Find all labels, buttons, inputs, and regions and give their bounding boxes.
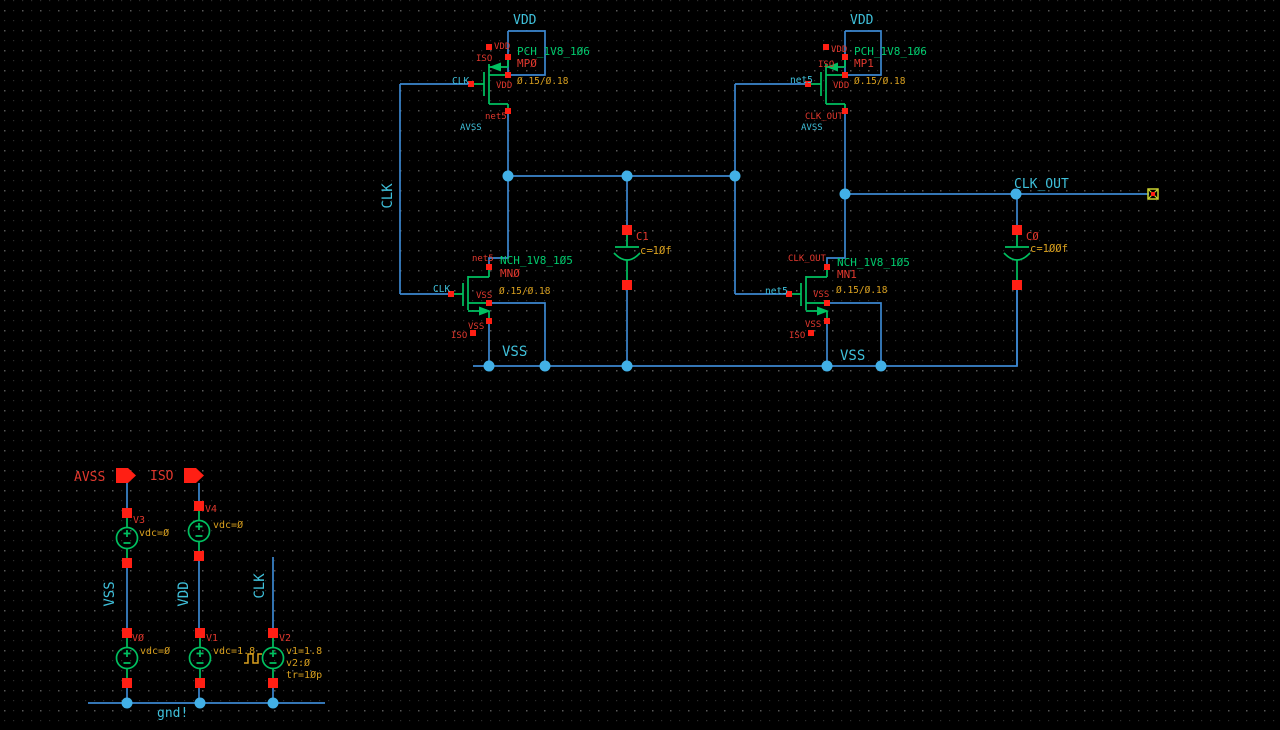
pin-label-mp1-d: CLK_OUT — [805, 112, 844, 122]
label-inst-mp0: MPØ — [517, 57, 537, 70]
pin-label-mn0-d: net5 — [472, 254, 494, 264]
label-inst-mn1: MN1 — [837, 268, 857, 281]
net-label-clkout[interactable]: CLK_OUT — [1014, 177, 1069, 192]
pin-label-mn1-b: VSS — [813, 290, 829, 300]
pin-label-mp1-iso: ISO — [818, 60, 834, 70]
junction-dot — [621, 360, 633, 372]
pin-label-mn1-iso: ISO — [789, 331, 805, 341]
pin-label-mp1-s: VDD — [831, 45, 847, 55]
pin-label-mp0-d: net5 — [485, 112, 507, 122]
label-params-mp1: Ø.15/Ø.18 — [854, 76, 906, 87]
junction-dot — [267, 697, 279, 709]
wire-mn0-bulk-to-rail[interactable] — [489, 302, 546, 366]
junction-dot — [502, 170, 514, 182]
wire-clkout-to-mn1-drain[interactable] — [826, 194, 846, 267]
label-value-v2-2: v2:Ø — [286, 657, 310, 669]
net-label-col-vss[interactable]: VSS — [102, 581, 118, 606]
label-cell-mn0: NCH_1V8_1Ø5 — [500, 254, 573, 267]
label-value-v3: vdc=Ø — [139, 527, 169, 539]
label-inst-v3: V3 — [133, 515, 145, 526]
net-label-avss-mp0[interactable]: AVSS — [460, 123, 482, 133]
label-params-mn0: Ø.15/Ø.18 — [499, 286, 551, 297]
wires — [88, 30, 1149, 704]
net-label-net5-mp1[interactable]: net5 — [790, 75, 813, 86]
pin-label-mp0-b: VDD — [496, 81, 512, 91]
label-value-v2-3: tr=1Øp — [286, 669, 322, 681]
net-label-net5-mn1[interactable]: net5 — [765, 286, 788, 297]
label-inst-c0: CØ — [1026, 231, 1039, 243]
pulse-waveform-icon — [244, 653, 262, 664]
label-inst-mp1: MP1 — [854, 57, 874, 70]
label-cell-mp0: PCH_1V8_1Ø6 — [517, 45, 590, 58]
net-label-col-vdd[interactable]: VDD — [176, 581, 192, 606]
label-inst-v4: V4 — [205, 504, 217, 515]
label-inst-v0: VØ — [132, 632, 144, 644]
junction-dot — [875, 360, 887, 372]
output-pin-clkout[interactable] — [1147, 188, 1159, 200]
pin-label-mn0-s: VSS — [468, 322, 484, 332]
wire-net5-to-mn0-drain[interactable] — [488, 176, 509, 267]
label-cell-mn1: NCH_1V8_1Ø5 — [837, 256, 910, 269]
junction-dot — [821, 360, 833, 372]
label-inst-c1: C1 — [636, 231, 649, 243]
junction-dots — [121, 170, 1022, 709]
pin-label-mp0-s: VDD — [494, 42, 510, 52]
label-inst-v2: V2 — [279, 633, 291, 644]
label-vdd-mp0[interactable]: VDD — [513, 13, 537, 28]
net-label-clk-mp0[interactable]: CLK — [452, 76, 469, 87]
junction-dot — [483, 360, 495, 372]
port-label-avss[interactable]: AVSS — [74, 470, 105, 485]
net-label-clk-mn0[interactable]: CLK — [433, 284, 450, 295]
label-value-c1: c=1Øf — [640, 245, 672, 257]
label-cell-mp1: PCH_1V8_1Ø6 — [854, 45, 927, 58]
label-value-v0: vdc=Ø — [140, 645, 170, 657]
pin-label-mn1-d: CLK_OUT — [788, 254, 827, 264]
junction-dot — [539, 360, 551, 372]
label-params-mp0: Ø.15/Ø.18 — [517, 76, 569, 87]
pin-label-mn0-iso: ISO — [451, 331, 467, 341]
port-label-iso[interactable]: ISO — [150, 469, 174, 484]
net-label-gnd[interactable]: gnd! — [157, 706, 188, 721]
label-inst-mn0: MNØ — [500, 267, 520, 280]
pin-label-mp0-iso: ISO — [476, 54, 492, 64]
junction-dot — [194, 697, 206, 709]
junction-dot — [729, 170, 741, 182]
label-inst-v1: V1 — [206, 633, 218, 644]
junction-dot — [839, 188, 851, 200]
pin-label-mn1-s: VSS — [805, 320, 821, 330]
net-label-clk-rotated[interactable]: CLK — [380, 183, 396, 209]
net-label-avss-mp1[interactable]: AVSS — [801, 123, 823, 133]
net-label-vss-2[interactable]: VSS — [840, 348, 865, 364]
net-label-vss-1[interactable]: VSS — [502, 344, 527, 360]
label-value-v4: vdc=Ø — [213, 519, 243, 531]
label-params-mn1: Ø.15/Ø.18 — [836, 285, 888, 296]
label-value-c0: c=1ØØf — [1030, 243, 1068, 255]
junction-dot — [621, 170, 633, 182]
junction-dot — [1010, 188, 1022, 200]
pin-label-mp1-b: VDD — [833, 81, 849, 91]
label-value-v2-1: v1=1.8 — [286, 646, 322, 657]
wire-mn1-bulk-to-rail[interactable] — [827, 302, 882, 366]
junction-dot — [121, 697, 133, 709]
net-label-col-clk[interactable]: CLK — [252, 573, 268, 599]
pin-label-mn0-b: VSS — [476, 291, 492, 301]
label-value-v1: vdc=1.8 — [213, 646, 255, 657]
label-vdd-mp1[interactable]: VDD — [850, 13, 874, 28]
